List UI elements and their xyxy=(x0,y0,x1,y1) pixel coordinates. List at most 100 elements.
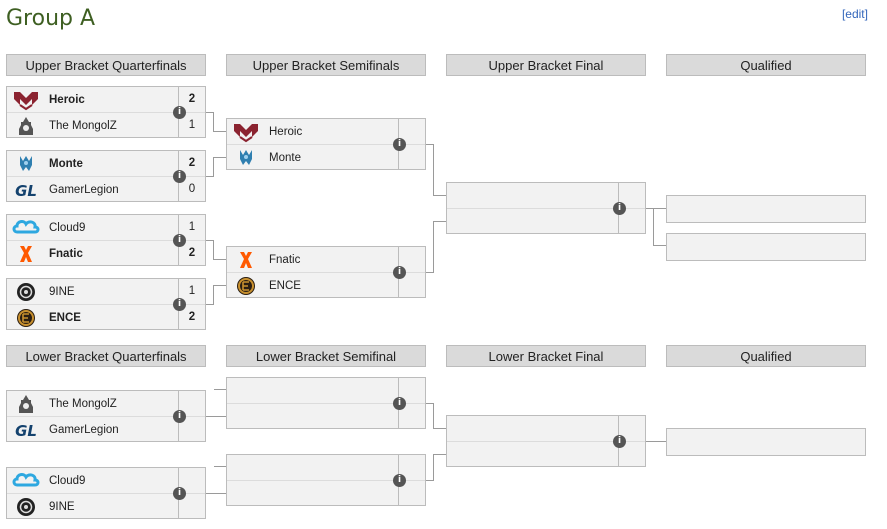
connector-line xyxy=(206,416,226,417)
connector-line xyxy=(213,285,214,305)
team-score: 2 xyxy=(178,241,205,266)
team-row-empty xyxy=(227,378,425,404)
team-score: 2 xyxy=(178,151,205,176)
connector-line xyxy=(206,240,214,241)
monte-logo-icon xyxy=(231,147,261,169)
match-info-icon[interactable]: i xyxy=(613,202,626,215)
connector-line xyxy=(433,221,446,222)
team-name[interactable]: GamerLegion xyxy=(49,183,119,196)
qualified-slot xyxy=(666,195,866,223)
mongolz-logo-icon xyxy=(11,115,41,137)
connector-line xyxy=(653,245,666,246)
team-name[interactable]: 9INE xyxy=(49,500,75,513)
team-row-empty xyxy=(227,455,425,481)
team-row: ENCE xyxy=(227,273,425,298)
page-title: Group A xyxy=(6,6,96,31)
header-lower-semifinal: Lower Bracket Semifinal xyxy=(226,345,426,367)
connector-line xyxy=(214,389,226,390)
connector-line xyxy=(206,304,214,305)
team-name[interactable]: Heroic xyxy=(269,125,303,138)
connector-line xyxy=(433,144,434,196)
match-info-icon[interactable]: i xyxy=(173,487,186,500)
team-row: GamerLegion xyxy=(7,417,205,442)
team-name[interactable]: Fnatic xyxy=(269,253,301,266)
upper-qf-match-4: 9INE 1 ENCE 2 xyxy=(6,278,206,330)
connector-line xyxy=(206,176,214,177)
qualified-slot xyxy=(666,233,866,261)
connector-line xyxy=(213,157,214,177)
header-lower-final: Lower Bracket Final xyxy=(446,345,646,367)
connector-line xyxy=(433,428,446,429)
fnatic-logo-icon xyxy=(231,249,261,271)
connector-line xyxy=(433,403,434,429)
match-info-icon[interactable]: i xyxy=(613,435,626,448)
edit-link[interactable]: edit xyxy=(845,7,865,21)
team-row: 9INE xyxy=(7,494,205,519)
match-info-icon[interactable]: i xyxy=(173,170,186,183)
team-name[interactable]: Cloud9 xyxy=(49,221,86,234)
upper-sf-match-2: Fnatic ENCE xyxy=(226,246,426,298)
match-info-icon[interactable]: i xyxy=(173,234,186,247)
heroic-logo-icon xyxy=(11,89,41,111)
connector-line xyxy=(653,208,654,246)
connector-line xyxy=(213,240,214,260)
header-lower-qualified: Qualified xyxy=(666,345,866,367)
upper-sf-match-1: Heroic Monte xyxy=(226,118,426,170)
qualified-slot xyxy=(666,428,866,456)
match-info-icon[interactable]: i xyxy=(173,106,186,119)
9ine-logo-icon xyxy=(11,496,41,518)
match-info-icon[interactable]: i xyxy=(393,266,406,279)
team-name[interactable]: Fnatic xyxy=(49,247,83,260)
team-name[interactable]: ENCE xyxy=(269,279,301,292)
team-row: Heroic 2 xyxy=(7,87,205,113)
monte-logo-icon xyxy=(11,153,41,175)
connector-line xyxy=(213,131,226,132)
team-name[interactable]: The MongolZ xyxy=(49,397,117,410)
team-row: Heroic xyxy=(227,119,425,145)
connector-line xyxy=(213,285,226,286)
connector-line xyxy=(426,480,434,481)
team-row: The MongolZ 1 xyxy=(7,113,205,138)
team-name[interactable]: Monte xyxy=(269,151,301,164)
connector-line xyxy=(213,112,214,132)
team-row: Monte 2 xyxy=(7,151,205,177)
lower-sf-match-2 xyxy=(226,454,426,506)
connector-line xyxy=(213,259,226,260)
team-score: 2 xyxy=(178,305,205,330)
match-info-icon[interactable]: i xyxy=(393,474,406,487)
team-row: GamerLegion 0 xyxy=(7,177,205,202)
team-name[interactable]: The MongolZ xyxy=(49,119,117,132)
connector-line xyxy=(214,466,226,467)
connector-line xyxy=(433,454,434,481)
cloud9-logo-icon xyxy=(11,217,41,239)
team-row: The MongolZ xyxy=(7,391,205,417)
match-info-icon[interactable]: i xyxy=(393,138,406,151)
team-row: ENCE 2 xyxy=(7,305,205,330)
connector-line xyxy=(433,454,446,455)
team-score: 1 xyxy=(178,215,205,240)
team-name[interactable]: Cloud9 xyxy=(49,474,86,487)
gamerlegion-logo-icon xyxy=(11,419,41,441)
lower-qf-match-2: Cloud9 9INE xyxy=(6,467,206,519)
connector-line xyxy=(206,493,226,494)
team-name[interactable]: ENCE xyxy=(49,311,81,324)
connector-line xyxy=(646,208,666,209)
team-row-empty xyxy=(447,183,645,209)
team-row: Fnatic 2 xyxy=(7,241,205,266)
gamerlegion-logo-icon xyxy=(11,179,41,201)
match-info-icon[interactable]: i xyxy=(393,397,406,410)
match-info-icon[interactable]: i xyxy=(173,410,186,423)
team-name[interactable]: 9INE xyxy=(49,285,75,298)
match-info-icon[interactable]: i xyxy=(173,298,186,311)
team-row: Cloud9 xyxy=(7,468,205,494)
team-row-empty xyxy=(447,416,645,442)
team-name[interactable]: Heroic xyxy=(49,93,85,106)
9ine-logo-icon xyxy=(11,281,41,303)
upper-qf-match-2: Monte 2 GamerLegion 0 xyxy=(6,150,206,202)
ence-logo-icon xyxy=(231,275,261,297)
upper-final-match xyxy=(446,182,646,234)
team-name[interactable]: GamerLegion xyxy=(49,423,119,436)
team-score: 1 xyxy=(178,113,205,138)
team-name[interactable]: Monte xyxy=(49,157,83,170)
header-upper-final: Upper Bracket Final xyxy=(446,54,646,76)
